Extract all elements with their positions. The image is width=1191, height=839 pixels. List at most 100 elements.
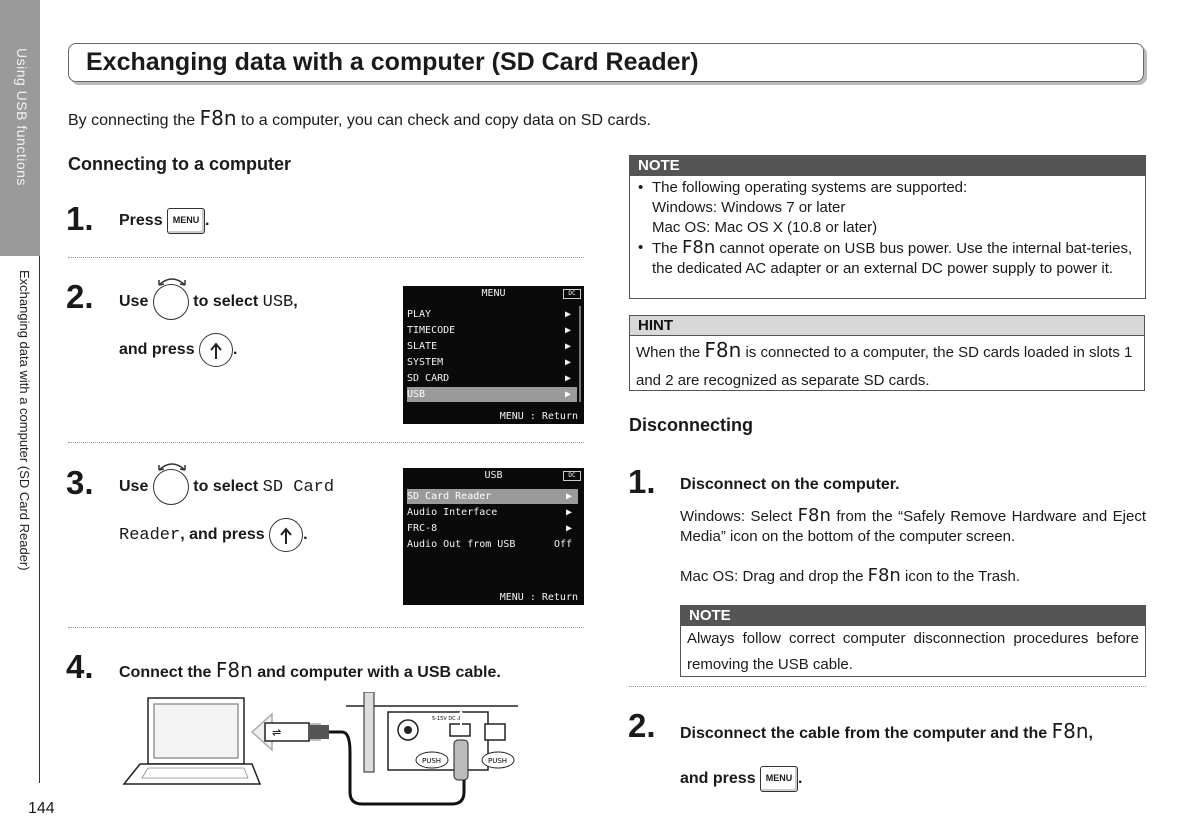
note-item: The F8n cannot operate on USB bus power.… — [636, 238, 1139, 279]
dial-icon — [152, 463, 189, 505]
device-name: F8n — [867, 565, 901, 586]
device-name: F8n — [797, 505, 831, 526]
win-text: Windows: Select — [680, 508, 798, 525]
step3-line1: Use to select SD Card — [119, 463, 334, 507]
mac-instructions: Mac OS: Drag and drop the F8n icon to th… — [680, 566, 1020, 587]
push-dial-icon — [269, 517, 304, 552]
screen-menu-item: Audio Out from USB Off — [407, 537, 578, 552]
step2-end: . — [798, 770, 803, 787]
step2-press: and press — [119, 341, 195, 358]
note-heading: NOTE — [630, 156, 1145, 176]
screen-menu-item: SD CARD ▶ — [407, 371, 577, 386]
usb-connection-illustration: ⇌ 5-15V DC IN PUSH PUSH — [122, 692, 518, 806]
step-divider — [629, 686, 1146, 687]
menu-item-label: SD Card Reader — [407, 491, 492, 502]
note-text: The — [652, 240, 683, 257]
note-body: The following operating systems are supp… — [630, 176, 1145, 281]
page-number: 144 — [28, 800, 55, 817]
mac-text: Mac OS: Drag and drop the — [680, 568, 868, 585]
note-line: The following operating systems are supp… — [652, 179, 968, 196]
side-divider — [39, 256, 40, 783]
laptop-icon — [122, 697, 262, 785]
win-text: from the “Safely Remove Hardware and Eje… — [680, 508, 1146, 545]
step-divider — [68, 627, 584, 628]
menu-item-label: Audio Interface — [407, 507, 498, 518]
triangle-right-icon: ▶ — [564, 309, 571, 320]
svg-text:PUSH: PUSH — [488, 757, 507, 765]
step2-before: Disconnect the cable from the computer a… — [680, 725, 1052, 742]
step4-after: and computer with a USB cable. — [252, 664, 501, 681]
step4-before: Connect the — [119, 664, 216, 681]
step-number: 2. — [628, 707, 656, 744]
off-value: Off — [553, 539, 572, 550]
step3-select: to select — [193, 478, 259, 495]
hint-body: When the F8n is connected to a computer,… — [630, 336, 1144, 397]
screen-menu-item-selected: SD Card Reader ▶ — [407, 489, 578, 504]
step-divider — [68, 257, 584, 258]
intro-text: By connecting the F8n to a computer, you… — [68, 106, 651, 130]
step3-item-b: Reader — [119, 526, 181, 545]
triangle-right-icon: ▶ — [565, 491, 572, 502]
step-number: 1. — [66, 200, 94, 237]
menu-item-label: FRC-8 — [407, 523, 438, 534]
screen-footer: MENU : Return — [499, 592, 578, 603]
disconnect-step1-text: Disconnect on the computer. — [680, 476, 900, 493]
device-name: F8n — [215, 658, 253, 682]
step2-use: Use — [119, 293, 149, 310]
note-box: NOTE The following operating systems are… — [629, 155, 1146, 299]
step-number: 3. — [66, 464, 94, 501]
triangle-right-icon: ▶ — [564, 325, 571, 336]
screen-menu-item: TIMECODE▶ — [407, 323, 577, 338]
step-number: 2. — [66, 278, 94, 315]
screen-footer: MENU : Return — [499, 411, 578, 422]
step3-end: . — [303, 526, 308, 543]
step-number: 1. — [628, 463, 656, 500]
device-name: F8n — [1051, 719, 1089, 743]
step2-item: USB — [262, 293, 294, 312]
triangle-right-icon: ▶ — [565, 507, 572, 518]
menu-item-label: Audio Out from USB — [407, 539, 516, 550]
battery-icon: DC — [563, 471, 581, 481]
connecting-heading: Connecting to a computer — [68, 154, 292, 174]
step-divider — [68, 442, 584, 443]
device-name: F8n — [682, 237, 716, 258]
screen-title: MENU — [481, 288, 506, 299]
note-line: Windows: Windows 7 or later — [652, 199, 846, 216]
screen-menu-item: SYSTEM ▶ — [407, 355, 577, 370]
windows-instructions: Windows: Select F8n from the “Safely Rem… — [680, 506, 1146, 547]
triangle-right-icon: ▶ — [564, 389, 571, 400]
screen-title: USB — [484, 470, 503, 481]
mac-text: icon to the Trash. — [900, 568, 1021, 585]
step2-comma: , — [1088, 725, 1093, 742]
note-item: The following operating systems are supp… — [636, 178, 1139, 238]
note-body: Always follow correct computer disconnec… — [687, 630, 1139, 673]
note-box: NOTE Always follow correct computer disc… — [680, 605, 1146, 677]
svg-text:⇌: ⇌ — [272, 726, 281, 739]
triangle-right-icon: ▶ — [564, 357, 571, 368]
step-number: 4. — [66, 648, 94, 685]
hint-heading: HINT — [630, 316, 1144, 336]
step2-select: to select — [193, 293, 259, 310]
side-section-label: Using USB functions — [14, 48, 30, 186]
step1-end: . — [205, 212, 210, 230]
step3-line2: Reader, and press . — [119, 515, 308, 555]
step2-end: . — [233, 341, 238, 358]
hint-text: When the — [636, 344, 705, 361]
step1-text: Press MENU. — [119, 208, 210, 234]
screen-menu-item: FRC-8▶ — [407, 521, 578, 536]
menu-item-label: SYSTEM — [407, 357, 444, 368]
intro-after: to a computer, you can check and copy da… — [236, 112, 652, 129]
disconnecting-heading: Disconnecting — [629, 415, 754, 435]
menu-item-label: USB — [407, 389, 426, 400]
menu-item-label: SD CARD — [407, 373, 450, 384]
note-line: Mac OS: Mac OS X (10.8 or later) — [652, 219, 878, 236]
triangle-right-icon: ▶ — [564, 341, 571, 352]
triangle-right-icon: ▶ — [564, 373, 571, 384]
title-frame — [68, 43, 1144, 82]
menu-key-icon: MENU — [760, 765, 799, 792]
hint-text: is connected to a computer, the SD cards… — [636, 344, 1133, 389]
note-heading: NOTE — [681, 606, 1145, 626]
step4-text: Connect the F8n and computer with a USB … — [119, 656, 501, 684]
menu-key-icon: MENU — [167, 208, 206, 234]
push-dial-icon — [199, 332, 234, 367]
